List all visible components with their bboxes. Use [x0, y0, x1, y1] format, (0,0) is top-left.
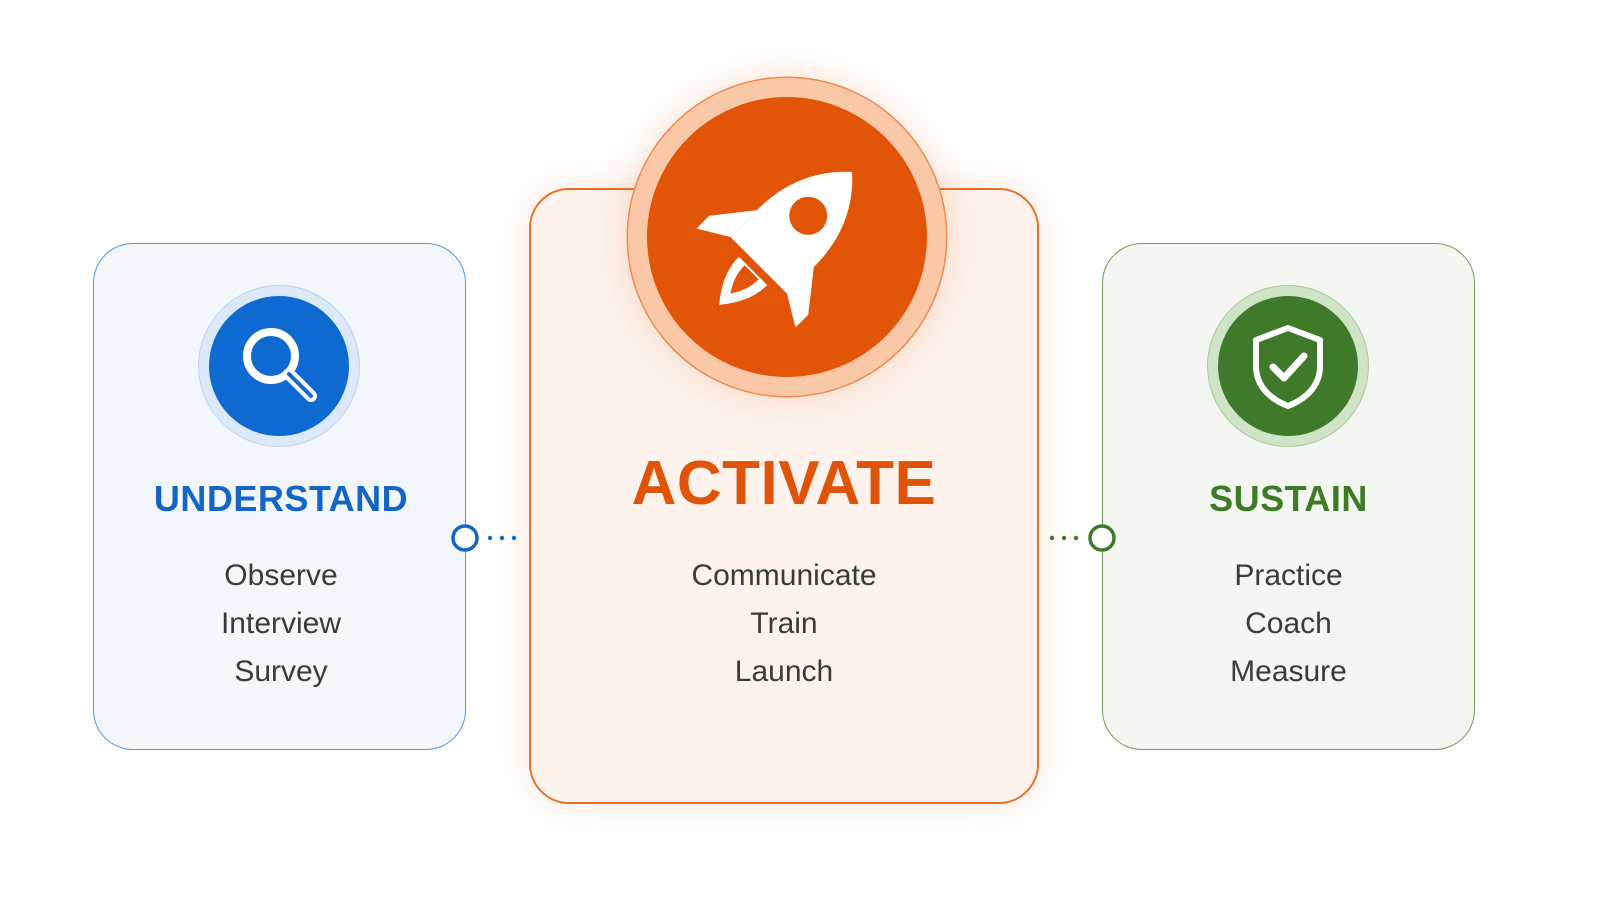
- understand-item-list: Observe Interview Survey: [93, 552, 469, 696]
- understand-title: UNDERSTAND: [153, 478, 409, 519]
- list-item: Launch: [734, 655, 834, 688]
- shield-check-icon: [1253, 325, 1323, 409]
- sustain-item-list: Practice Coach Measure: [1102, 552, 1475, 696]
- list-item: Communicate: [691, 559, 877, 592]
- list-item: Measure: [1230, 655, 1347, 688]
- rocket-icon: [696, 171, 853, 328]
- activate-item-list: Communicate Train Launch: [529, 552, 1039, 696]
- activate-icon-badge: [628, 78, 946, 396]
- right-connector: [1049, 524, 1116, 552]
- understand-icon-badge: [199, 286, 359, 446]
- list-item: Coach: [1245, 607, 1332, 640]
- activate-title: ACTIVATE: [631, 449, 937, 518]
- list-item: Observe: [224, 559, 338, 592]
- sustain-icon-badge: [1208, 286, 1368, 446]
- sustain-title: SUSTAIN: [1209, 478, 1368, 519]
- left-connector: [451, 524, 517, 552]
- list-item: Train: [750, 607, 818, 640]
- list-item: Practice: [1234, 559, 1343, 592]
- list-item: Interview: [220, 607, 342, 640]
- list-item: Survey: [234, 655, 328, 688]
- magnifying-glass-icon: [243, 328, 317, 402]
